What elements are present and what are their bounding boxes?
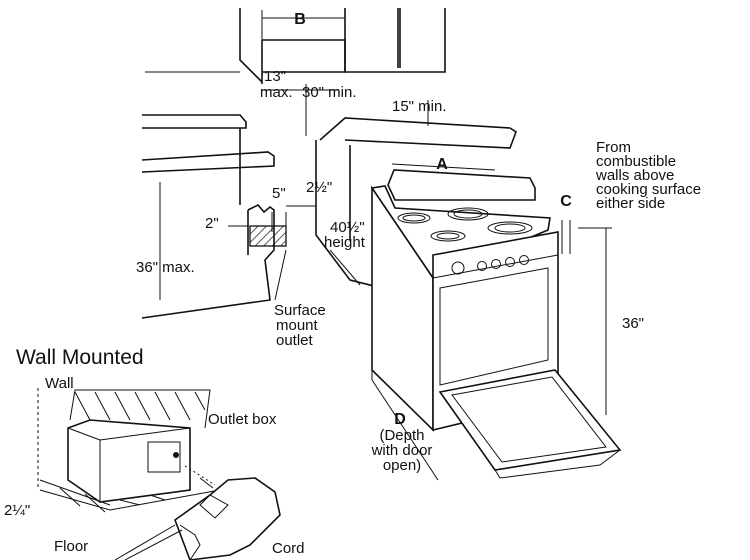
label-floor: Floor (54, 538, 88, 555)
label-15-min: 15" min. (392, 98, 447, 115)
label-from-4: cooking surface (596, 181, 701, 198)
label-2-25-in: 2¼" (4, 502, 30, 519)
label-surface-outlet-1: Surface (274, 302, 326, 319)
label-cord: Cord (272, 540, 305, 557)
label-36-in: 36" (622, 315, 644, 332)
range (370, 169, 622, 479)
label-13-max-a: 13" (264, 68, 286, 85)
right-counter (315, 117, 517, 291)
label-2-in: 2" (205, 215, 219, 232)
dimension-lines (39, 10, 612, 506)
label-5-in: 5" (272, 185, 286, 202)
text-labels: B 13" max. 30" min. 15" min. A From comb… (4, 11, 701, 557)
label-from-5: either side (596, 195, 665, 212)
label-depth-1: (Depth (379, 427, 424, 444)
label-wall-mounted: Wall Mounted (16, 346, 144, 369)
label-30-min: 30" min. (302, 84, 357, 101)
label-13-max-b: max. (260, 84, 293, 101)
label-dim-d: D (394, 411, 406, 428)
label-surface-outlet-3: outlet (276, 332, 314, 349)
label-40-height-a: 40½" (330, 219, 365, 236)
label-surface-outlet-2: mount (276, 317, 319, 334)
label-from-1: From (596, 139, 631, 156)
label-depth-2: with door (371, 442, 433, 459)
label-36-max: 36" max. (136, 259, 195, 276)
label-from-3: walls above (595, 167, 674, 184)
label-40-height-b: height (324, 234, 366, 251)
label-depth-3: open) (383, 457, 421, 474)
label-dim-a: A (436, 156, 448, 173)
label-from-2: combustible (596, 153, 676, 170)
wall-mounted-inset (37, 388, 281, 560)
label-wall: Wall (45, 375, 74, 392)
label-dim-c: C (560, 193, 572, 210)
label-2-5-in: 2½" (306, 179, 332, 196)
label-outlet-box: Outlet box (208, 411, 277, 428)
left-counter (141, 114, 287, 319)
surface-outlet-shape (249, 225, 287, 247)
label-dim-b: B (294, 11, 306, 28)
